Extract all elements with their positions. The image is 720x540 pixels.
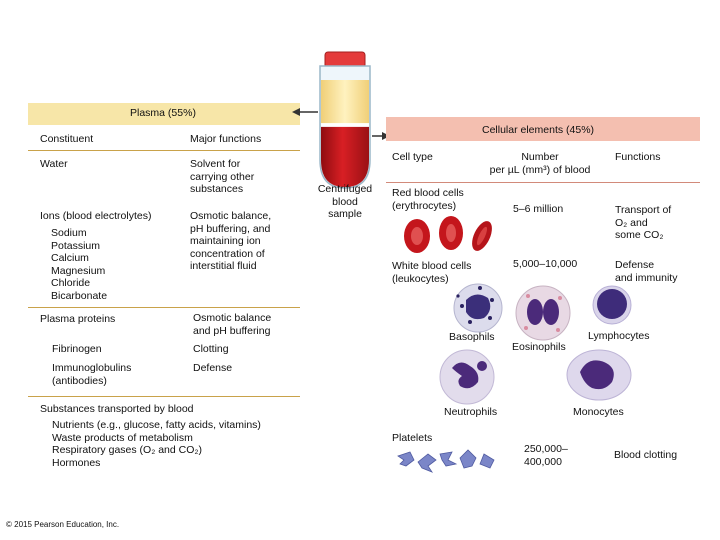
ion-chloride: Chloride — [51, 277, 91, 289]
constituent-fibrinogen: Fibrinogen — [52, 343, 102, 355]
substances-title: Substances transported by blood — [40, 403, 194, 415]
cellular-col-cell-type: Cell type — [392, 151, 433, 163]
rbc-function: Transport of O₂ and some CO₂ — [615, 204, 672, 241]
plasma-title: Plasma (55%) — [130, 107, 196, 119]
copyright: © 2015 Pearson Education, Inc. — [6, 520, 120, 529]
tube-label: Centrifuged blood sample — [317, 183, 373, 220]
cellular-title: Cellular elements (45%) — [482, 124, 595, 136]
wbc-function: Defense and immunity — [615, 259, 678, 284]
constituent-ions: Ions (blood electrolytes) — [40, 210, 152, 222]
lymphocyte-cell — [592, 285, 632, 325]
ion-list: Sodium Potassium Calcium Magnesium Chlor… — [51, 227, 107, 302]
substance-nutrients: Nutrients (e.g., glucose, fatty acids, v… — [52, 419, 261, 431]
cellular-header-band — [386, 117, 700, 141]
plasma-col-functions: Major functions — [190, 133, 262, 145]
label-monocytes: Monocytes — [573, 406, 624, 418]
function-plasma-proteins: Osmotic balance and pH buffering — [193, 312, 272, 337]
platelet-1 — [397, 451, 415, 467]
platelet-5 — [479, 453, 495, 469]
function-ions: Osmotic balance, pH buffering, and maint… — [190, 210, 272, 272]
function-fibrinogen: Clotting — [193, 343, 229, 355]
cellular-col-functions: Functions — [615, 151, 661, 163]
ion-sodium: Sodium — [51, 227, 87, 239]
wbc-label: White blood cells (leukocytes) — [392, 260, 472, 285]
eosinophil-cell — [515, 285, 571, 341]
ion-calcium: Calcium — [51, 252, 89, 264]
rbc-cell-2 — [439, 216, 463, 250]
monocyte-cell — [566, 349, 632, 401]
substances-rule — [28, 396, 300, 397]
constituent-water: Water — [40, 158, 68, 170]
platelets-function: Blood clotting — [614, 449, 678, 461]
platelet-4 — [459, 449, 477, 469]
label-eosinophils: Eosinophils — [512, 341, 566, 353]
rbc-label: Red blood cells (erythrocytes) — [392, 187, 464, 212]
neutrophil-cell — [439, 349, 495, 405]
platelet-3 — [439, 451, 458, 467]
function-immunoglobulins: Defense — [193, 362, 233, 374]
plasma-col-constituent: Constituent — [40, 133, 94, 145]
constituent-immunoglobulins: Immunoglobulins (antibodies) — [52, 362, 132, 387]
platelets-number: 250,000– 400,000 — [524, 443, 568, 468]
label-basophils: Basophils — [449, 331, 495, 343]
wbc-number: 5,000–10,000 — [513, 258, 578, 270]
label-lymphocytes: Lymphocytes — [588, 330, 650, 342]
substance-hormones: Hormones — [52, 456, 101, 469]
ion-potassium: Potassium — [51, 239, 101, 252]
rbc-cell-1 — [404, 219, 430, 253]
plasma-proteins-rule — [28, 307, 300, 308]
platelet-2 — [417, 453, 437, 473]
plasma-header-band — [28, 103, 300, 125]
substance-gases: Respiratory gases (O₂ and CO₂) — [52, 444, 202, 456]
ion-magnesium: Magnesium — [51, 264, 106, 277]
substances-list: Nutrients (e.g., glucose, fatty acids, v… — [52, 419, 261, 469]
substance-waste: Waste products of metabolism — [52, 431, 193, 444]
basophil-cell — [453, 283, 503, 333]
cellular-header-rule — [386, 182, 700, 183]
constituent-plasma-proteins: Plasma proteins — [40, 313, 116, 325]
rbc-number: 5–6 million — [513, 203, 564, 215]
platelets-label: Platelets — [392, 432, 433, 444]
cellular-col-number: Number per µL (mm³) of blood — [489, 151, 591, 176]
function-water: Solvent for carrying other substances — [190, 158, 255, 195]
rbc-cell-3 — [472, 221, 492, 251]
label-neutrophils: Neutrophils — [444, 406, 498, 418]
ion-bicarbonate: Bicarbonate — [51, 289, 108, 302]
plasma-header-rule — [28, 150, 300, 151]
